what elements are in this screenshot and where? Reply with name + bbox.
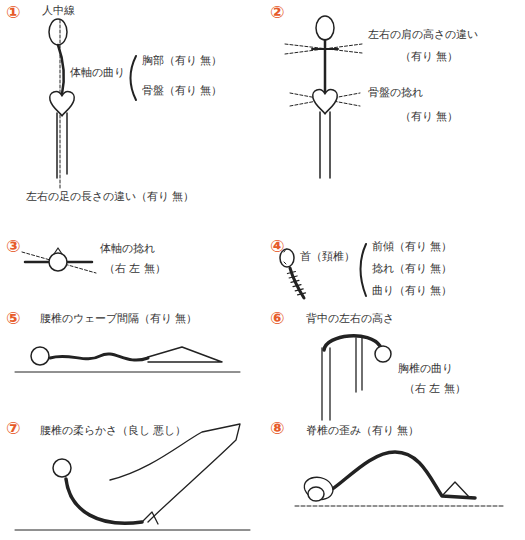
arch-figure — [295, 506, 505, 507]
check-label: 骨盤（有り 無） — [142, 84, 223, 97]
check-label: （有り 無） — [400, 50, 459, 63]
check-label: 背中の左右の高さ — [306, 312, 394, 325]
bent-figure — [355, 338, 356, 392]
lying-figure — [50, 354, 148, 360]
rollup-figure — [142, 512, 158, 524]
check-label: 捻れ（有り 無） — [372, 262, 453, 275]
check-label: 前傾（有り 無） — [372, 240, 453, 253]
rollup-figure — [15, 530, 250, 531]
lying-figure — [31, 347, 49, 365]
rollup-figure — [110, 424, 240, 522]
vertebra-tick — [295, 289, 303, 291]
check-label: （右 左 無） — [404, 382, 466, 395]
neck-figure — [361, 244, 367, 296]
front-figure-shoulders — [313, 90, 338, 114]
check-label: 体軸の捻れ — [100, 242, 155, 255]
lying-figure — [15, 372, 240, 373]
check-label: 体軸の曲り — [70, 66, 125, 79]
bent-figure — [322, 336, 391, 420]
bent-figure — [329, 348, 330, 420]
front-figure-shoulders — [285, 44, 362, 53]
check-label: 脊椎の歪み（有り 無） — [306, 424, 420, 437]
check-label: 首（頚椎） — [300, 250, 355, 263]
front-figure-axis — [49, 19, 136, 190]
vertebra-tick — [293, 285, 301, 287]
callout-number: ⑧ — [270, 418, 284, 438]
top-view-figure — [54, 248, 62, 254]
callout-number: ⑤ — [6, 308, 20, 328]
front-figure-shoulders — [285, 16, 362, 178]
arch-figure — [308, 487, 324, 501]
neck-figure — [287, 272, 305, 295]
vertebra-tick — [289, 276, 297, 278]
front-figure-axis — [56, 113, 58, 178]
callout-number: ② — [270, 2, 284, 22]
callout-number: ⑥ — [270, 308, 284, 328]
front-figure-axis — [66, 113, 68, 174]
check-label: 左右の肩の高さの違い — [368, 28, 478, 41]
arch-figure — [295, 452, 505, 506]
check-label: 腰椎のウェーブ間隔（有り 無） — [40, 312, 198, 325]
front-figure-axis — [50, 92, 75, 116]
callout-number: ① — [6, 2, 20, 22]
check-label: （有り 無） — [400, 110, 459, 123]
bent-figure — [321, 348, 322, 420]
front-figure-shoulders — [316, 16, 334, 40]
rollup-figure — [53, 459, 71, 477]
rollup-figure — [66, 479, 142, 523]
arch-figure — [442, 482, 470, 498]
bent-figure — [324, 336, 380, 350]
top-view-figure — [22, 248, 96, 273]
bent-figure — [375, 346, 391, 362]
check-label: 腰椎の柔らかさ（良し 悪し） — [40, 424, 187, 437]
check-label: 胸椎の曲り — [398, 362, 453, 375]
check-label: 人中線 — [42, 4, 75, 17]
check-label: 骨盤の捻れ — [368, 86, 423, 99]
front-figure-shoulders — [329, 112, 331, 178]
callout-number: ③ — [6, 236, 20, 256]
front-figure-axis — [49, 19, 67, 45]
neck-figure — [280, 244, 366, 298]
vertebra-tick — [298, 293, 306, 295]
arch-figure — [328, 452, 475, 498]
lying-figure — [148, 347, 222, 362]
check-label: 胸部（有り 無） — [142, 54, 223, 67]
top-view-figure — [22, 252, 96, 273]
front-figure-shoulders — [319, 112, 321, 178]
bent-figure — [361, 338, 362, 390]
callout-number: ④ — [270, 236, 284, 256]
front-figure-shoulders — [285, 44, 362, 54]
front-figure-axis — [131, 56, 137, 100]
check-label: （右 左 無） — [104, 262, 166, 275]
rollup-figure — [15, 424, 250, 530]
front-figure-axis — [60, 20, 61, 44]
front-figure-axis — [58, 45, 64, 94]
check-label: 左右の足の長さの違い（有り 無） — [26, 190, 195, 203]
top-view-figure — [49, 253, 67, 271]
lying-figure — [15, 347, 240, 372]
check-label: 曲り（有り 無） — [372, 284, 453, 297]
callout-number: ⑦ — [6, 418, 20, 438]
vertebra-tick — [291, 280, 299, 282]
vertebra-tick — [287, 272, 295, 274]
front-figure-shoulders — [324, 40, 327, 92]
